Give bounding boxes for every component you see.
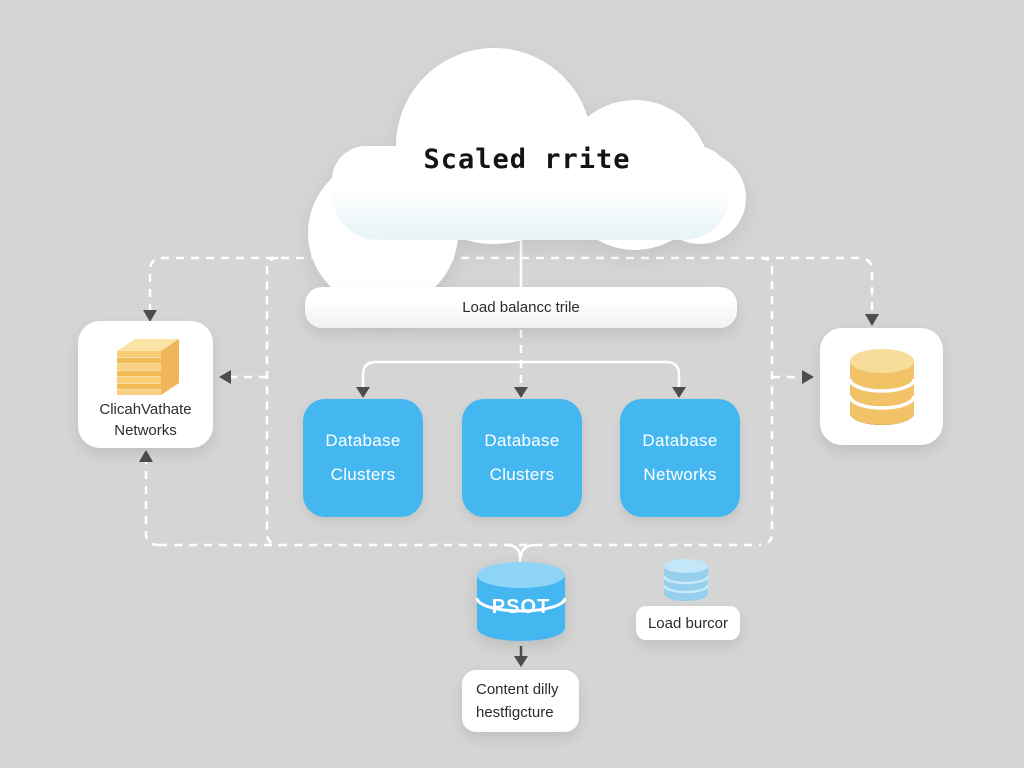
arrow-into-storage-top [865,314,879,326]
arrow-into-cache-top [143,310,157,322]
arrow-into-db3 [672,387,686,398]
inner-right-edge-line [758,256,774,547]
cloud-shape: Scaled rrite [308,48,746,308]
storage-node [820,328,943,445]
arrow-into-db1 [356,387,370,398]
content-node: Content dilly hestfigcture [462,670,579,732]
database-clusters-node-1: Database Clusters [303,399,423,517]
load-balancer-node: Load balancc trile [305,287,737,328]
cloud-base [332,146,730,240]
arrow-into-db2 [514,387,528,398]
load-balancer-label: Load balancc trile [462,299,580,316]
inner-left-edge-line [265,256,281,547]
database-box-label: Database Clusters [484,431,560,484]
content-node-label: Content dilly hestfigcture [476,681,559,721]
cache-node-label: ClicahVathate Networks [99,401,192,439]
database-networks-node: Database Networks [620,399,740,517]
load-store-node: Load burcor [636,606,740,640]
disc-stack-icon [662,559,710,601]
psot-label: PSOT [491,596,551,618]
load-store-label: Load burcor [647,614,729,632]
database-cylinder-icon [475,562,567,641]
database-box-label: Database Networks [642,431,718,484]
top-rail-line [148,256,874,316]
database-clusters-node-2: Database Clusters [462,399,582,517]
diagram-title: Scaled rrite [423,144,631,175]
cache-node: ClicahVathate Networks [78,321,213,448]
arrow-into-content [514,656,528,667]
arrowheads [139,310,879,667]
database-box-label: Database Clusters [325,431,401,484]
database-cylinder-icon [847,348,916,425]
arrow-into-cache-bottom [139,450,153,462]
arrow-into-cache-side [219,370,231,384]
layer-stack-icon [116,339,179,395]
feedback-left-line [144,456,160,547]
psot-node: PSOT [474,560,568,646]
arrow-into-storage-side [802,370,814,384]
